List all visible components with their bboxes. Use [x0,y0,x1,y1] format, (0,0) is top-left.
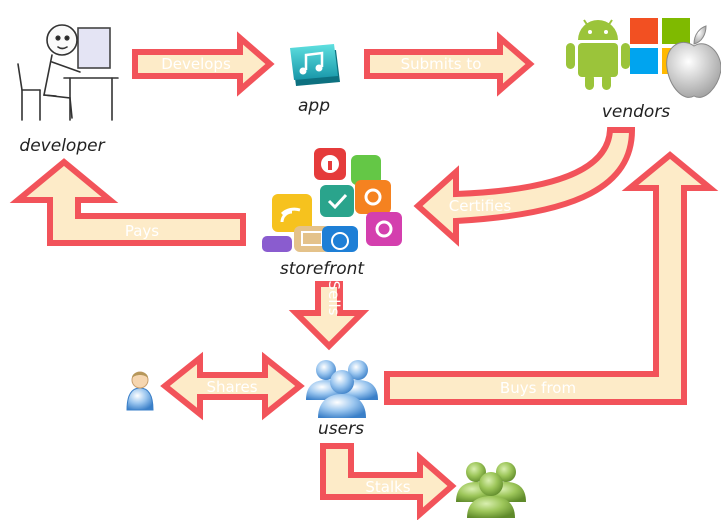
app-label: app [298,96,330,116]
users-group-icon [306,360,378,418]
buys-from-label: Buys from [500,379,576,397]
green-users-group-icon [456,462,526,518]
develops-label: Develops [161,55,231,73]
app-tiles-icon [262,148,402,252]
sells-label: Sells [325,281,343,316]
submits-to-arrow: Submits to [364,31,535,97]
buys-from-arrow: Buys from [384,151,719,405]
users-label: users [318,419,364,439]
shares-arrow: Shares [160,351,305,421]
developer-label: developer [19,136,105,156]
stalks-arrow: Stalks [320,443,457,520]
single-user-icon [126,371,154,411]
pays-arrow: Pays [9,158,246,246]
vendors-label: vendors [602,102,670,122]
certifies-label: Certifies [449,197,512,215]
submits-to-label: Submits to [401,55,482,73]
certifies-arrow: Certifies [413,127,636,247]
shares-label: Shares [206,378,257,396]
storefront-label: storefront [280,259,366,279]
music-app-icon [290,44,340,86]
pays-label: Pays [125,222,159,240]
developer-sketch-icon [17,24,119,121]
sells-arrow: Sells [288,281,370,351]
apple-logo [666,25,721,98]
android-logo [566,19,630,90]
develops-arrow: Develops [132,31,275,97]
stalks-label: Stalks [365,478,410,496]
